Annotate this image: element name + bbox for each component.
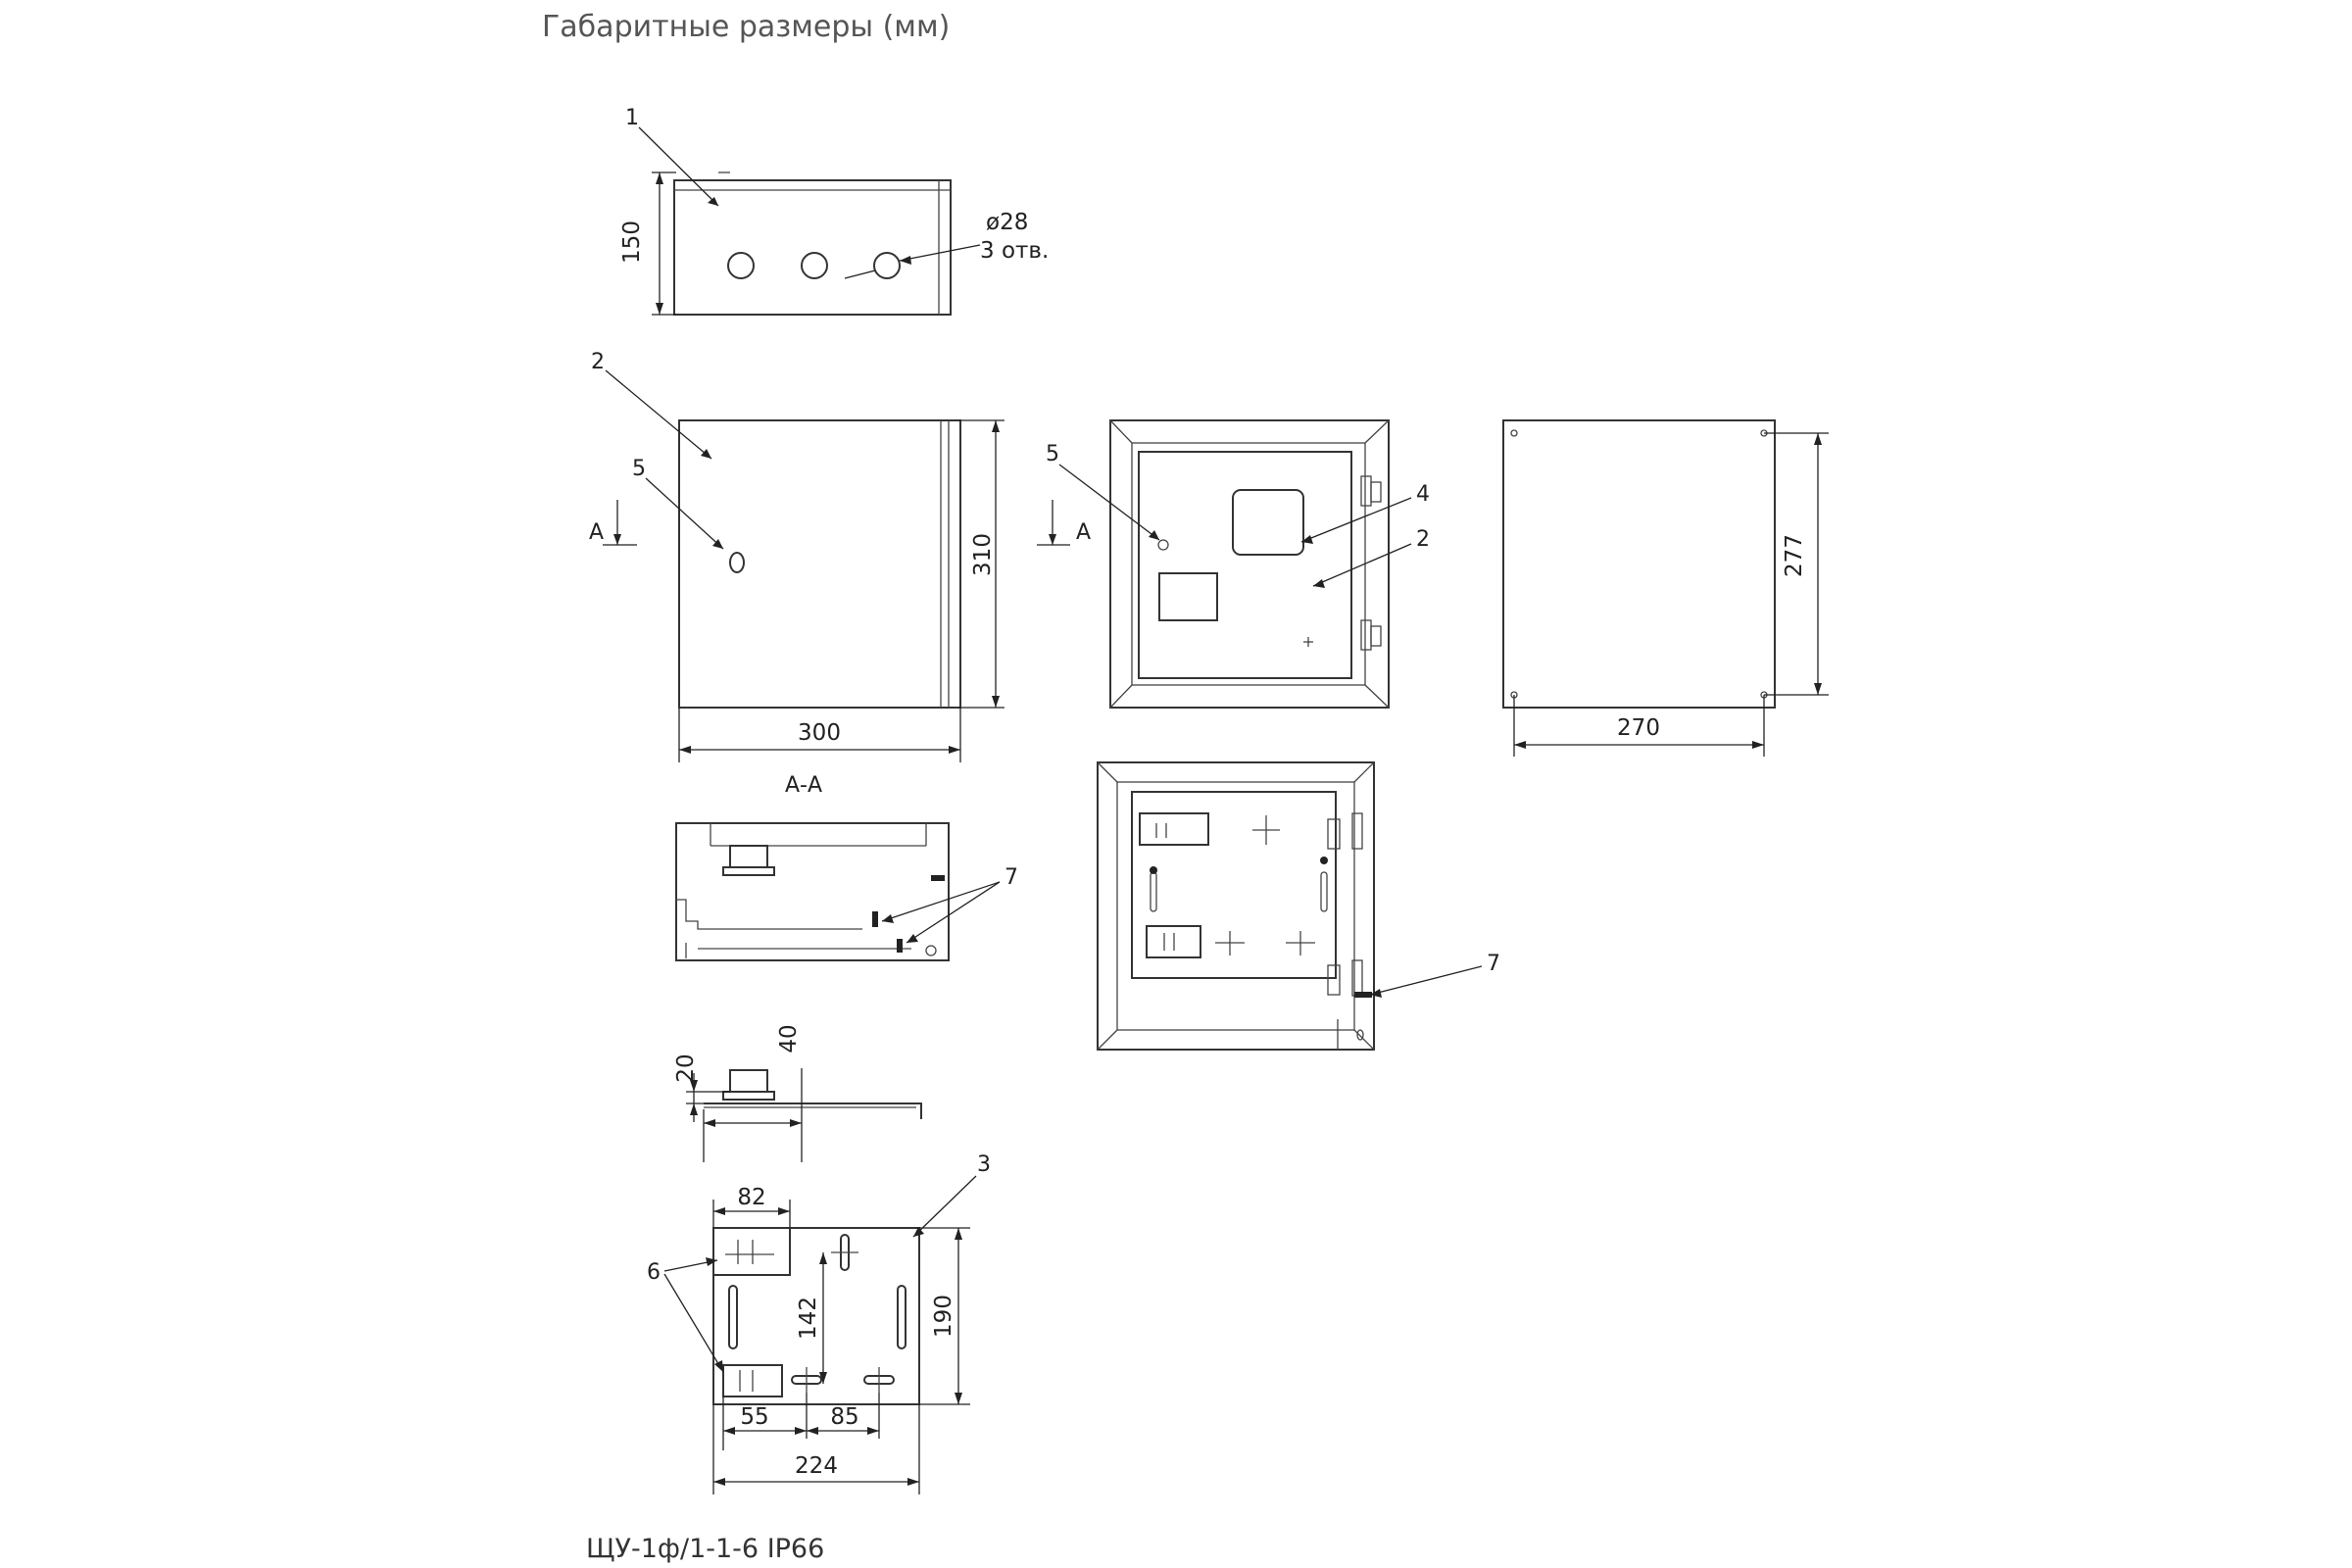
cable-hole (727, 252, 755, 279)
model-caption: ЩУ-1ф/1-1-6 IP66 (586, 1534, 825, 1564)
rail-dim-20: 20 (673, 1054, 699, 1082)
callout-4-window: 4 (1416, 482, 1430, 507)
rail-dim-40: 40 (776, 1024, 802, 1053)
section-mark-a-inner: А (1076, 520, 1091, 545)
callout-5-lock-inner: 5 (1046, 442, 1059, 466)
callout-6-rail: 6 (647, 1260, 661, 1285)
top-view: 150 1 ø28 3 отв. (619, 106, 1049, 316)
plate-dim-142: 142 (796, 1297, 821, 1340)
plate-dim-224: 224 (795, 1453, 838, 1479)
back-height-dim: 277 (1782, 534, 1807, 577)
callout-2-door: 2 (591, 350, 605, 374)
plate-dim-190: 190 (931, 1295, 956, 1338)
callout-1: 1 (625, 106, 639, 130)
cable-hole (873, 252, 901, 279)
front-height-dim: 310 (970, 533, 996, 576)
callout-3-plate: 3 (977, 1152, 991, 1177)
cable-hole (801, 252, 828, 279)
callout-7-open: 7 (1487, 952, 1500, 976)
inner-door-view: 5 А 4 2 (1037, 419, 1430, 709)
back-width-dim: 270 (1617, 715, 1660, 741)
callout-2-door-inner: 2 (1416, 527, 1430, 552)
mounting-plate: 3 6 82 142 190 55 (647, 1152, 991, 1494)
plate-dim-55: 55 (740, 1404, 768, 1430)
top-height-dim: 150 (619, 220, 645, 264)
label-plate (1158, 572, 1218, 621)
plate-dim-82: 82 (737, 1185, 765, 1210)
section-mark-a: А (589, 520, 604, 545)
callout-5-lock: 5 (632, 457, 646, 481)
lock-icon (1157, 539, 1169, 551)
front-width-dim: 300 (798, 720, 841, 746)
rail-detail: 20 40 (673, 1024, 922, 1162)
hole-diameter-label: ø28 (986, 210, 1028, 235)
section-a-a: А-А 7 (675, 773, 1018, 961)
page-title: Габаритные размеры (мм) (542, 10, 951, 44)
back-view: 277 270 (1502, 419, 1829, 757)
callout-7-section: 7 (1004, 865, 1018, 890)
open-cabinet-view: 7 (1097, 761, 1500, 1051)
lock-icon (729, 552, 745, 573)
front-view: 2 5 А 310 300 (589, 350, 1004, 762)
hole-count-label: 3 отв. (980, 238, 1049, 264)
section-label: А-А (785, 773, 822, 798)
plate-dim-85: 85 (830, 1404, 858, 1430)
meter-window (1232, 489, 1304, 556)
